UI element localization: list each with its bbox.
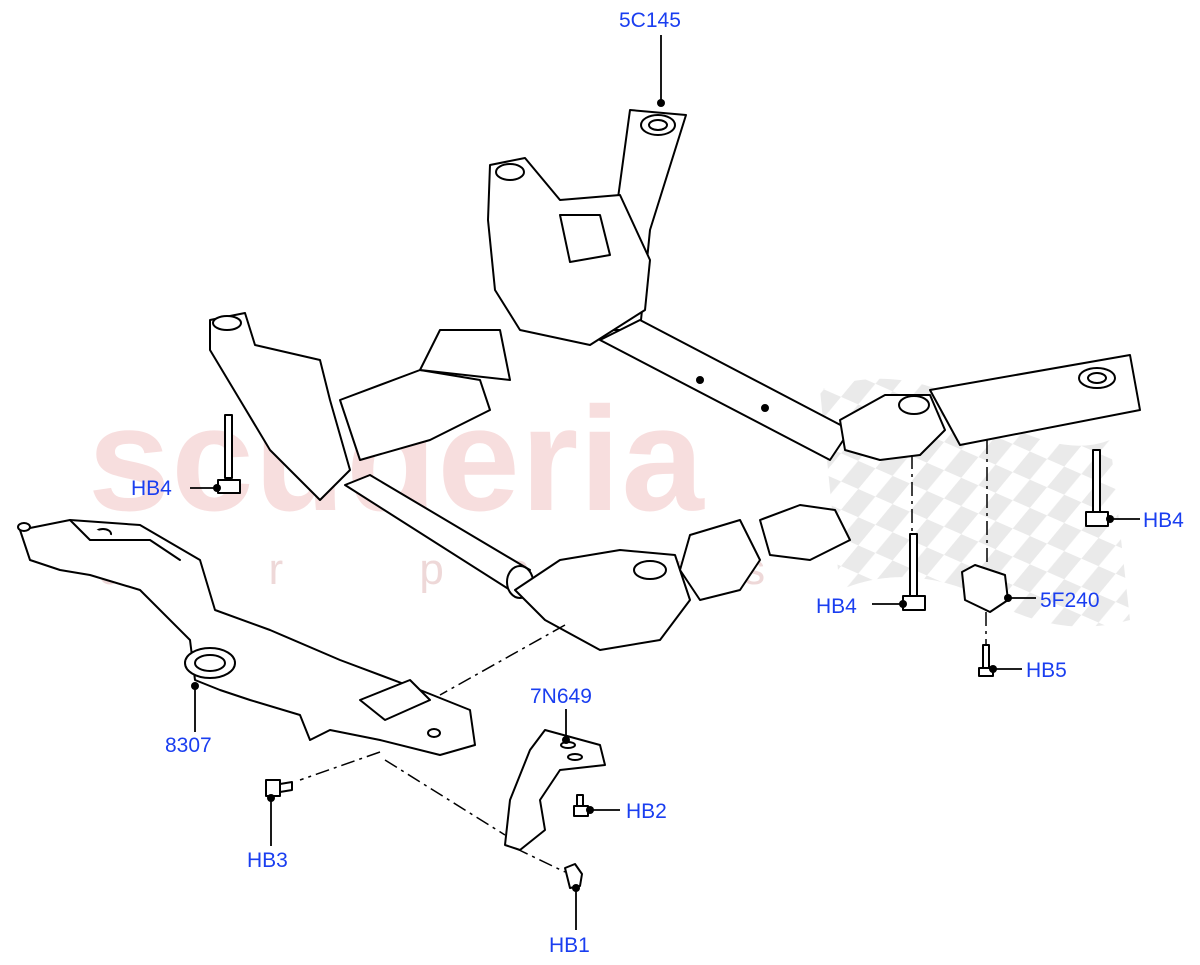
leader-dots <box>191 99 1114 892</box>
label-7n649: 7N649 <box>530 685 592 708</box>
label-5f240: 5F240 <box>1040 589 1100 612</box>
bolt-hb2 <box>573 794 589 817</box>
label-hb4-right: HB4 <box>1143 509 1184 532</box>
bolt-hb4-right <box>1085 449 1109 527</box>
bolt-hb4-mid <box>902 533 926 611</box>
bolt-hb4-left <box>217 414 241 494</box>
label-hb4-mid: HB4 <box>816 595 857 618</box>
label-hb5: HB5 <box>1026 659 1067 682</box>
label-hb1: HB1 <box>549 934 590 957</box>
label-hb4-left: HB4 <box>131 477 172 500</box>
subframe-right-rail <box>599 319 851 461</box>
assembly-lines <box>299 440 988 873</box>
subframe-left-rail <box>339 329 511 461</box>
label-8307: 8307 <box>165 734 212 757</box>
label-hb3: HB3 <box>247 849 288 872</box>
bolt-hb1 <box>564 863 583 889</box>
leader-lines <box>190 35 1140 930</box>
bracket-7n649 <box>504 729 606 851</box>
label-hb2: HB2 <box>626 800 667 823</box>
subframe-left-front-tower <box>209 312 351 501</box>
subframe-front-tube <box>344 474 534 599</box>
label-5c145: 5C145 <box>619 9 681 32</box>
subframe-right-mount <box>839 354 1141 461</box>
subframe-left-tower <box>487 157 651 346</box>
reinforcement-bar-8307 <box>17 519 476 756</box>
bolt-hb3 <box>265 779 293 797</box>
subframe-front-right-housing <box>514 504 851 651</box>
